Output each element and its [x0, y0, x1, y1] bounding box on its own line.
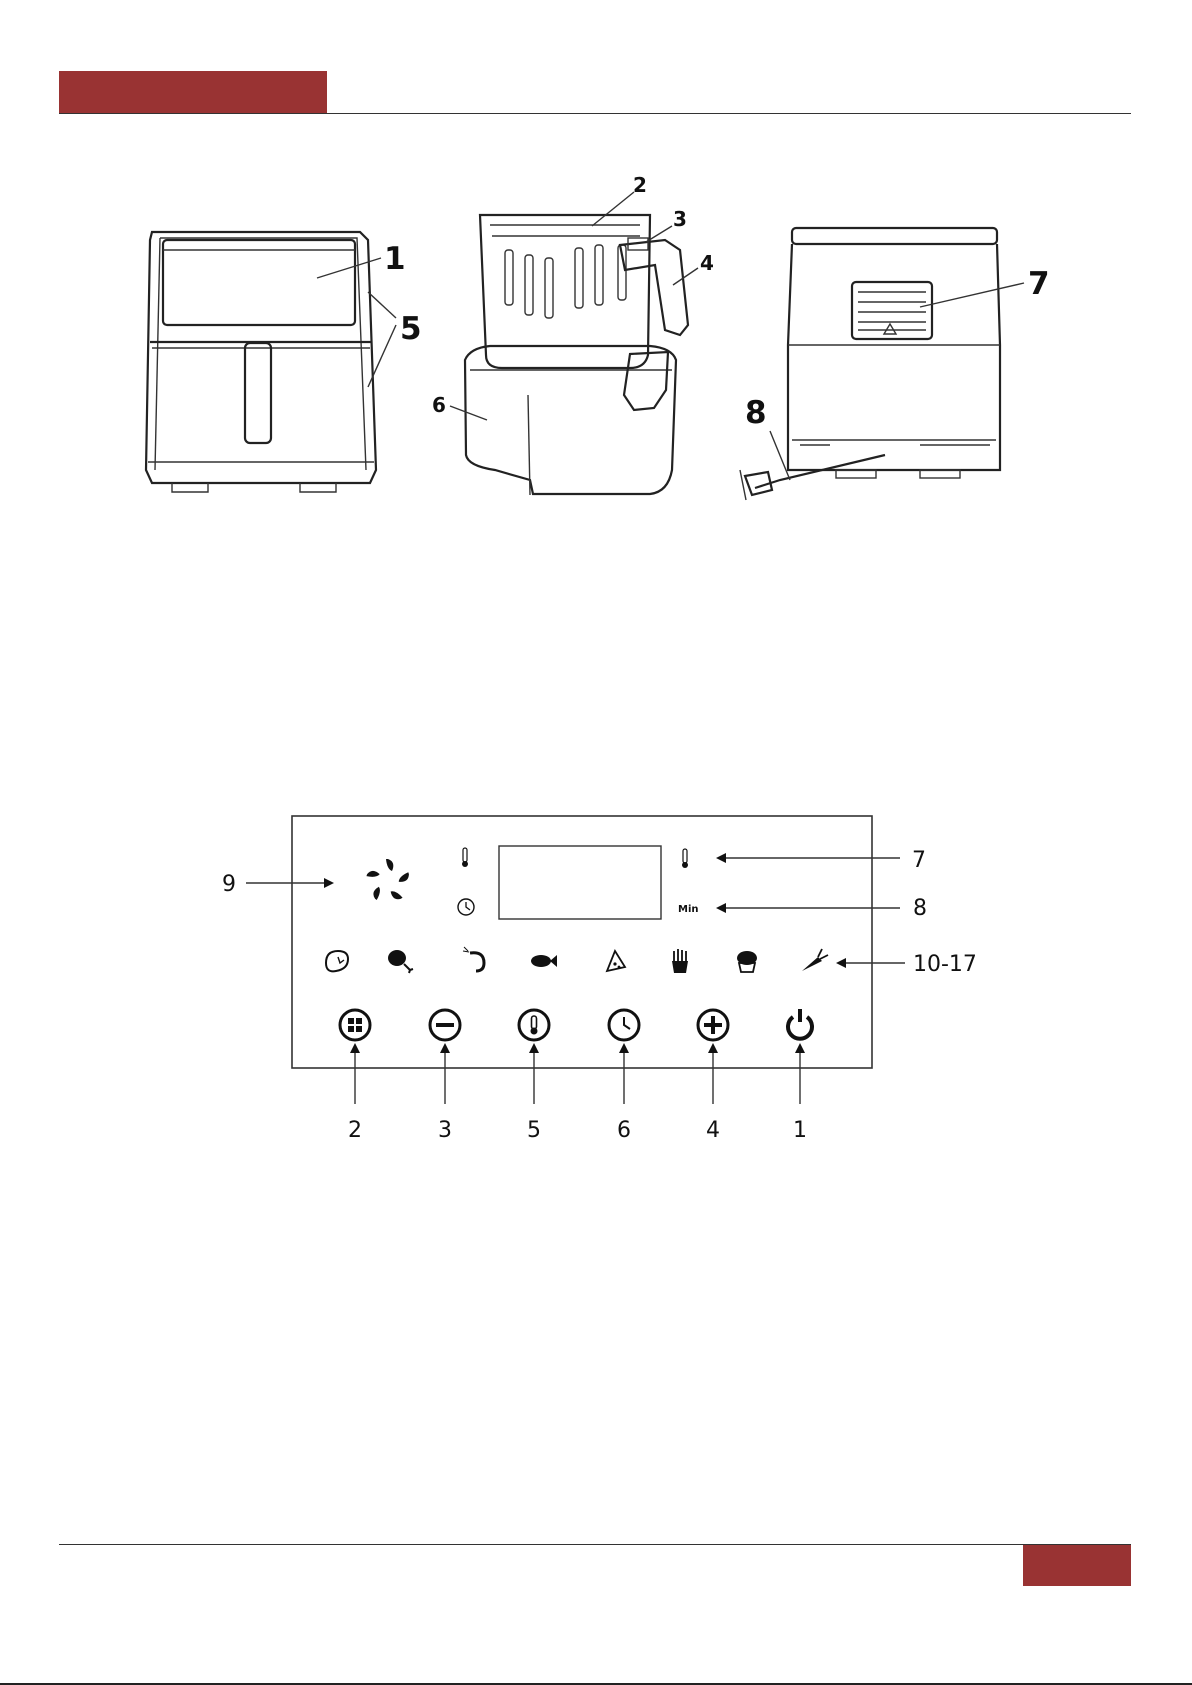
power-button[interactable] — [788, 1009, 812, 1039]
callout-label-8: 8 — [913, 896, 927, 921]
footer-rule — [59, 1544, 1131, 1545]
button-label-3: 3 — [438, 1118, 452, 1143]
callout-label-7: 7 — [912, 848, 926, 873]
callout-label-10-17: 10-17 — [913, 952, 977, 977]
preset-shrimp-icon[interactable] — [463, 947, 484, 971]
control-panel-frame — [292, 816, 872, 1068]
preset-steak-icon[interactable] — [326, 951, 348, 971]
preset-chicken-leg-icon[interactable] — [388, 950, 413, 973]
button-label-2: 2 — [348, 1118, 362, 1143]
plus-button[interactable] — [698, 1010, 728, 1040]
menu-button[interactable] — [340, 1010, 370, 1040]
preset-muffin-icon[interactable] — [737, 951, 757, 972]
fan-icon — [366, 859, 410, 902]
button-callout-arrows — [350, 1043, 805, 1104]
button-label-5: 5 — [527, 1118, 541, 1143]
min-unit-label: Min — [678, 904, 699, 915]
button-label-6: 6 — [617, 1118, 631, 1143]
thermometer-indicator-right-icon — [682, 849, 688, 868]
preset-fish-icon[interactable] — [531, 955, 557, 967]
button-label-1: 1 — [793, 1118, 807, 1143]
minus-button[interactable] — [430, 1010, 460, 1040]
preset-fries-icon[interactable] — [672, 949, 688, 973]
temperature-button[interactable] — [519, 1010, 549, 1040]
footer-accent-bar — [1023, 1545, 1131, 1586]
preset-carrot-icon[interactable] — [802, 949, 828, 971]
thermometer-indicator-left-icon — [462, 848, 468, 867]
preset-pizza-icon[interactable] — [607, 951, 625, 971]
callout-label-9: 9 — [222, 872, 236, 897]
clock-indicator-icon — [458, 899, 474, 915]
display-screen — [499, 846, 661, 919]
button-label-4: 4 — [706, 1118, 720, 1143]
time-button[interactable] — [609, 1010, 639, 1040]
